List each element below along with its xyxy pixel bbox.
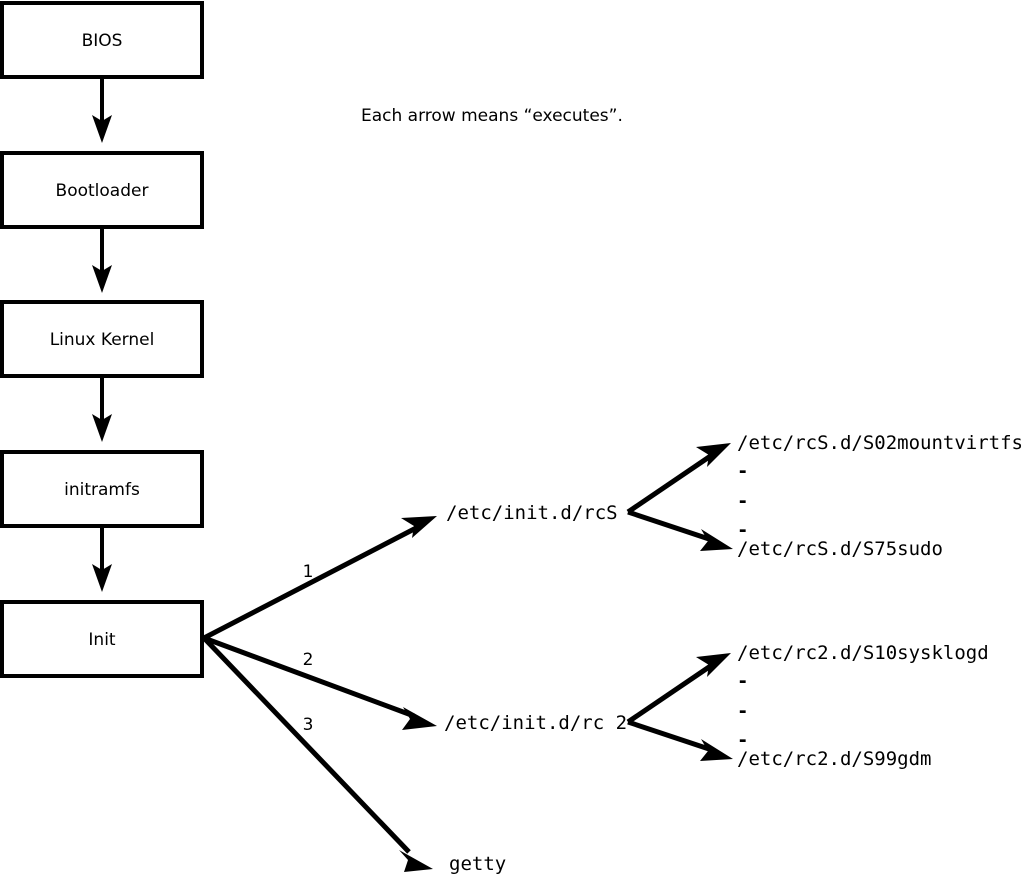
init-branch-1-number: 1 [303,562,314,582]
edge-rc2-to-last-script [627,719,733,761]
edge-bios-to-bootloader [92,77,112,143]
rcs-last-arrowhead [700,529,733,551]
rcs-last-script-label: /etc/rcS.d/S75sudo [737,538,943,560]
bootloader-kernel-arrowhead [92,265,112,293]
caption-text: Each arrow means “executes”. [361,106,623,126]
rc2-last-script-label: /etc/rc2.d/S99gdm [737,748,931,770]
initramfs-label: initramfs [64,480,140,500]
edge-rcs-to-first-script [626,443,731,515]
node-initramfs: initramfs [0,450,204,528]
rc2-last-line [627,719,713,753]
edge-kernel-to-initramfs [92,376,112,442]
init-getty-arrowhead [399,850,433,872]
linux-kernel-label: Linux Kernel [50,330,155,350]
edge-bootloader-to-kernel [92,227,112,293]
node-bootloader: Bootloader [0,151,204,229]
rcs-first-arrowhead [696,443,731,467]
edge-initramfs-to-init [92,526,112,592]
rc2-first-arrowhead [696,653,731,677]
rcs-first-script-label: /etc/rcS.d/S02mountvirtfs [737,432,1023,454]
edge-rc2-to-first-script [626,653,731,725]
init-label: Init [88,630,116,650]
rc2-ellipsis-dash-2: - [737,700,748,722]
bios-label: BIOS [82,31,123,51]
rcs-last-line [627,509,713,543]
rc2-last-arrowhead [700,739,733,761]
rcs-ellipsis-dash-3: - [737,519,748,541]
rc2-ellipsis-dash-3: - [737,729,748,751]
getty-target-label: getty [449,853,506,875]
bios-box [0,1,204,79]
node-init: Init [0,600,204,678]
bootloader-label: Bootloader [56,181,149,201]
init-branch-2-number: 2 [303,650,314,670]
rcs-ellipsis-dash-1: - [737,460,748,482]
node-bios: BIOS [0,1,204,79]
initramfs-init-arrowhead [92,564,112,592]
edge-init-branch-2: 2 [203,635,437,730]
init-rc2-arrowhead [402,707,437,730]
rc2-target-label: /etc/init.d/rc 2 [444,712,627,734]
init-rcs-arrowhead [401,516,437,538]
init-branch-3-number: 3 [303,715,314,735]
kernel-initramfs-arrowhead [92,414,112,442]
edge-rcs-to-last-script [627,509,733,551]
edge-init-branch-3: 3 [202,636,433,872]
rcs-first-line [626,452,714,515]
init-getty-line [202,636,411,854]
bios-bootloader-arrowhead [92,115,112,143]
rc2-ellipsis-dash-1: - [737,670,748,692]
init-rcs-line [202,524,420,641]
node-linux-kernel: Linux Kernel [0,300,204,378]
init-box [0,600,204,678]
rc2-first-script-label: /etc/rc2.d/S10sysklogd [737,642,989,664]
rcs-target-label: /etc/init.d/rcS [446,502,618,524]
rc2-first-line [626,662,714,725]
init-rc2-line [203,635,415,719]
rcs-ellipsis-dash-2: - [737,490,748,512]
linux-kernel-box [0,300,204,378]
bootloader-box [0,151,204,229]
edge-init-branch-1: 1 [202,516,437,641]
